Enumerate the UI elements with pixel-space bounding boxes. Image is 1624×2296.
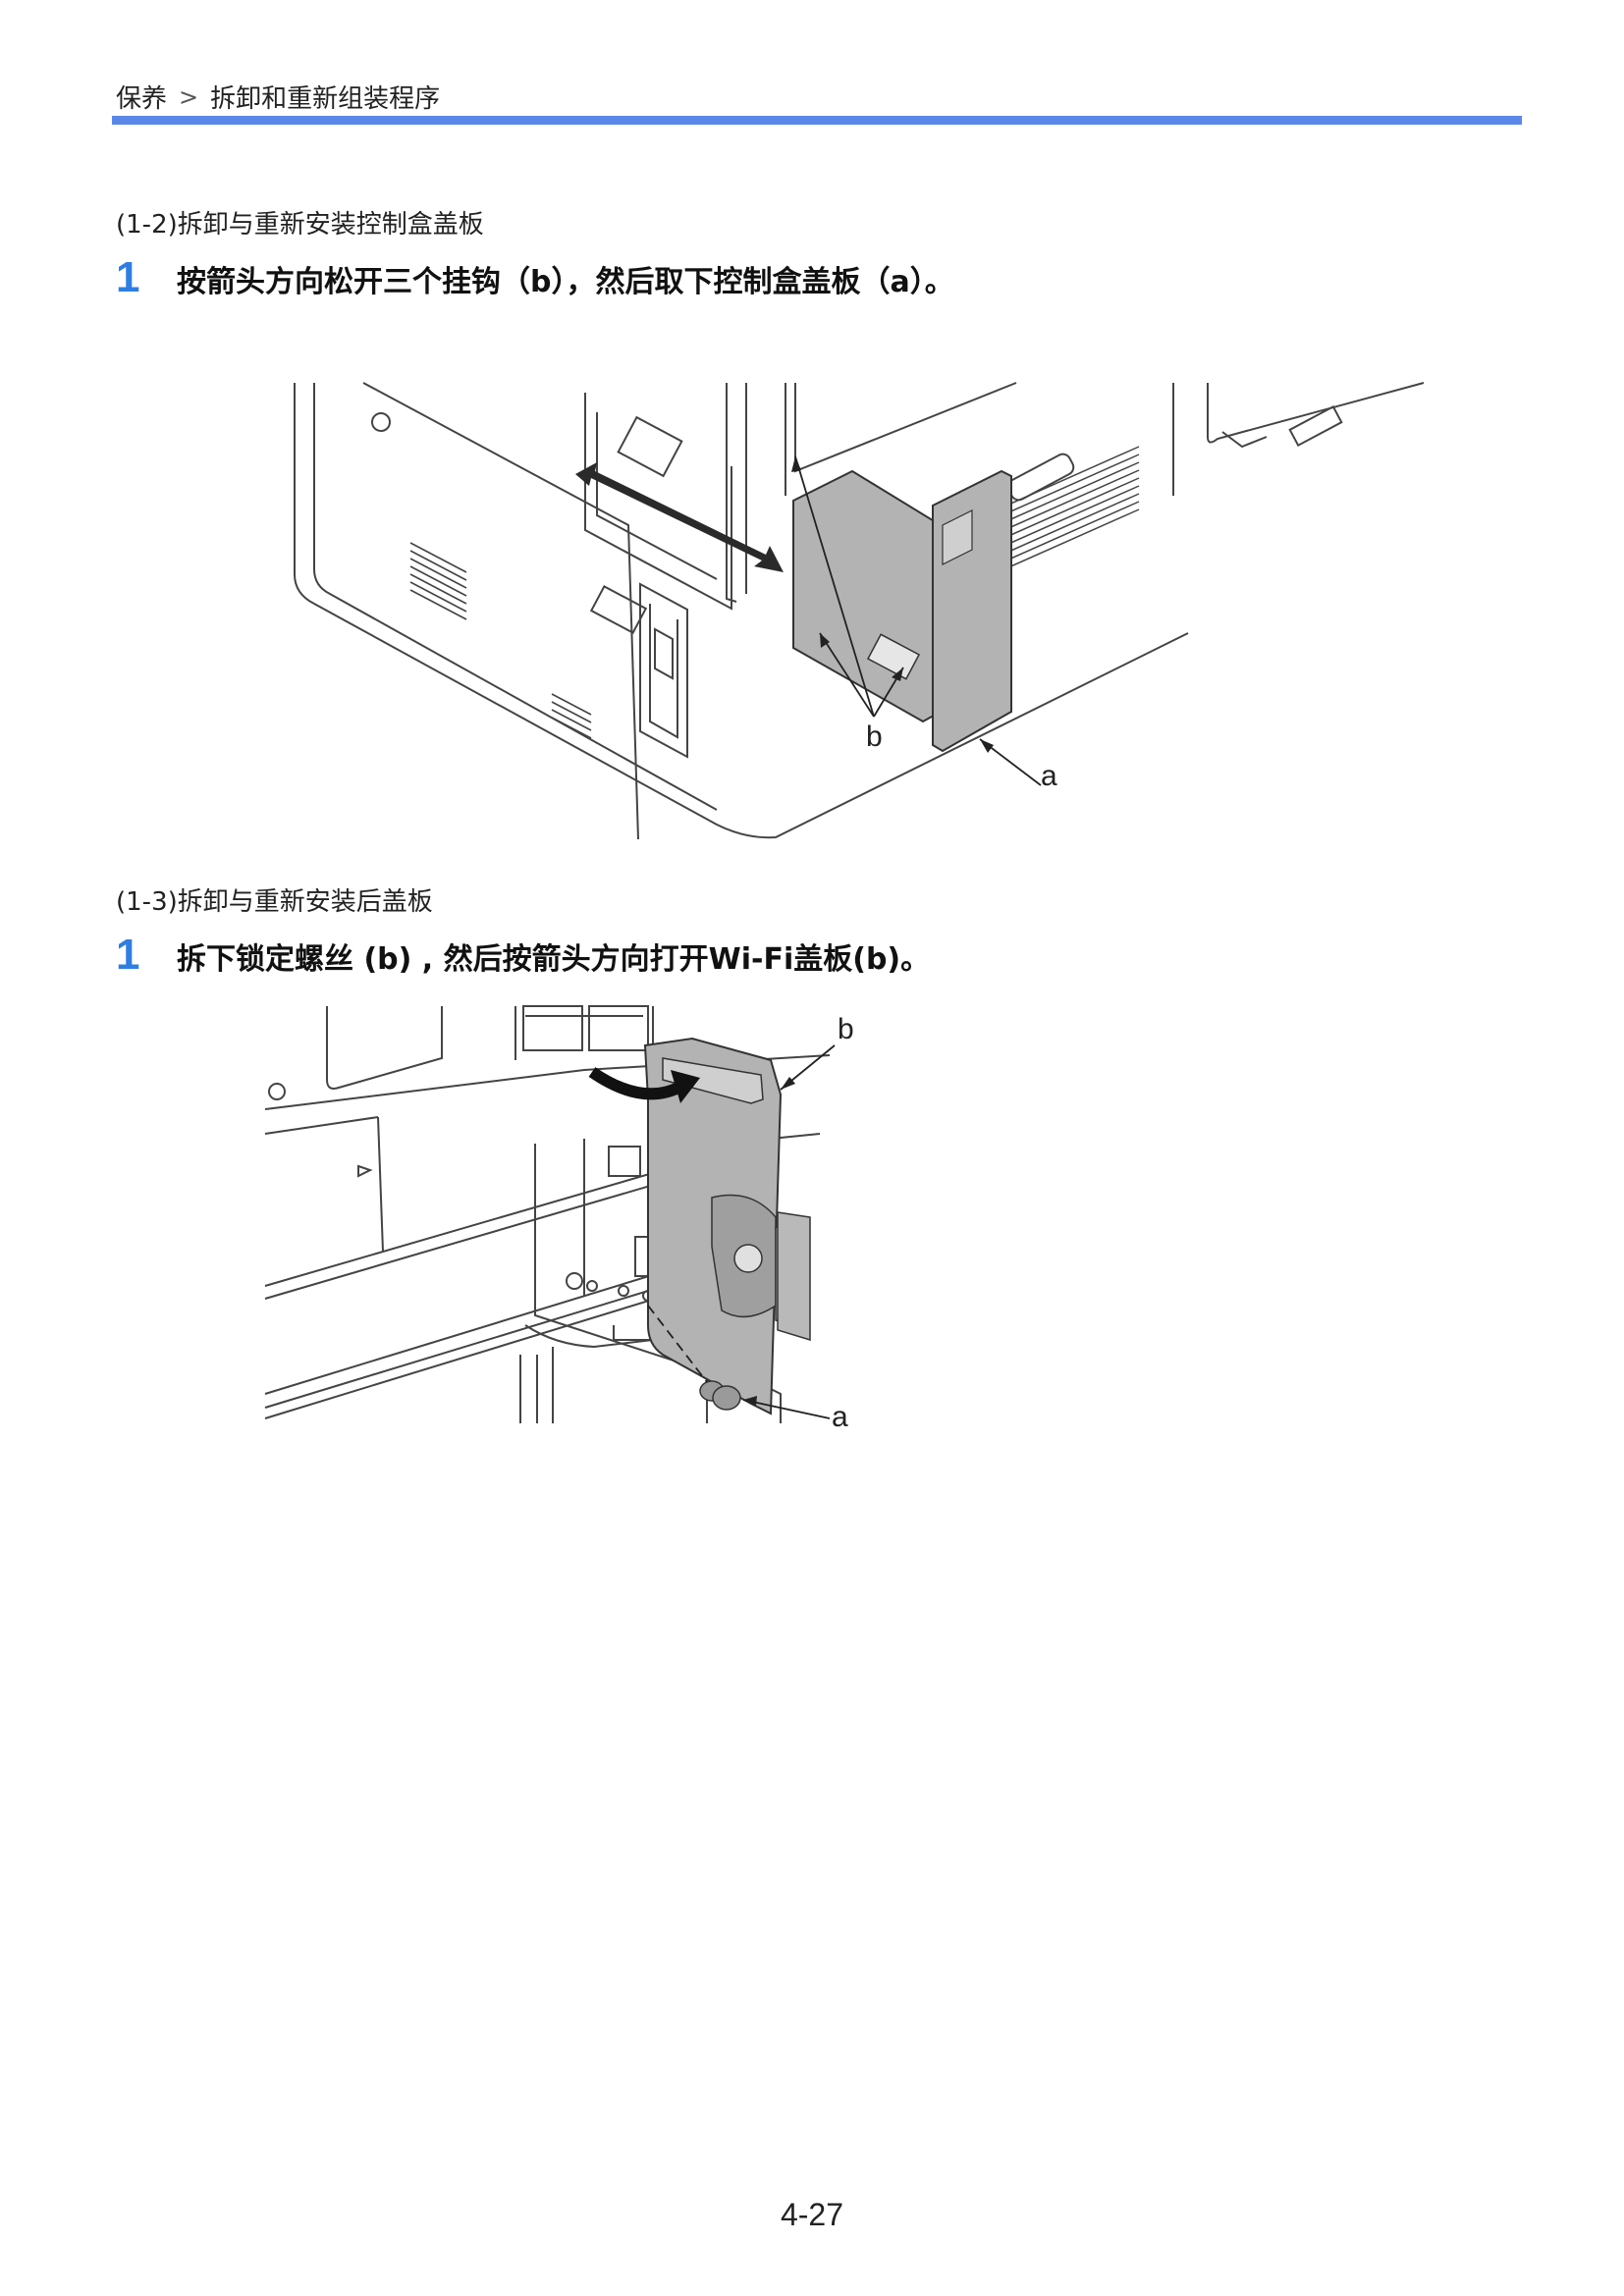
- page-number: 4-27: [780, 2197, 844, 2232]
- step-1-control-box: 1 按箭头方向松开三个挂钩（b），然后取下控制盒盖板（a）。: [116, 253, 954, 302]
- step-number: 1: [116, 253, 140, 301]
- callout-a: a: [1041, 760, 1057, 792]
- step-instruction: 拆下锁定螺丝 (b) , 然后按箭头方向打开Wi-Fi盖板(b)。: [177, 942, 931, 977]
- callout-b: b: [866, 721, 883, 753]
- section-title-control-box-cover: (1-2)拆卸与重新安装控制盒盖板: [116, 210, 484, 240]
- callout-a: a: [832, 1401, 848, 1433]
- callout-b: b: [838, 1013, 854, 1045]
- breadcrumb: 保养 > 拆卸和重新组装程序: [116, 79, 440, 115]
- step-instruction: 按箭头方向松开三个挂钩（b），然后取下控制盒盖板（a）。: [177, 265, 954, 299]
- wifi-cover-illustration: b a: [264, 1005, 854, 1433]
- breadcrumb-separator: >: [179, 82, 199, 111]
- step-number: 1: [116, 931, 140, 979]
- step-1-rear-cover: 1 拆下锁定螺丝 (b) , 然后按箭头方向打开Wi-Fi盖板(b)。: [116, 931, 930, 980]
- breadcrumb-subsection: 拆卸和重新组装程序: [210, 84, 441, 114]
- section-title-rear-cover: (1-3)拆卸与重新安装后盖板: [116, 887, 433, 917]
- header-rule: [112, 116, 1522, 125]
- breadcrumb-section: 保养: [116, 84, 168, 114]
- control-box-cover-illustration: b a: [294, 382, 1425, 840]
